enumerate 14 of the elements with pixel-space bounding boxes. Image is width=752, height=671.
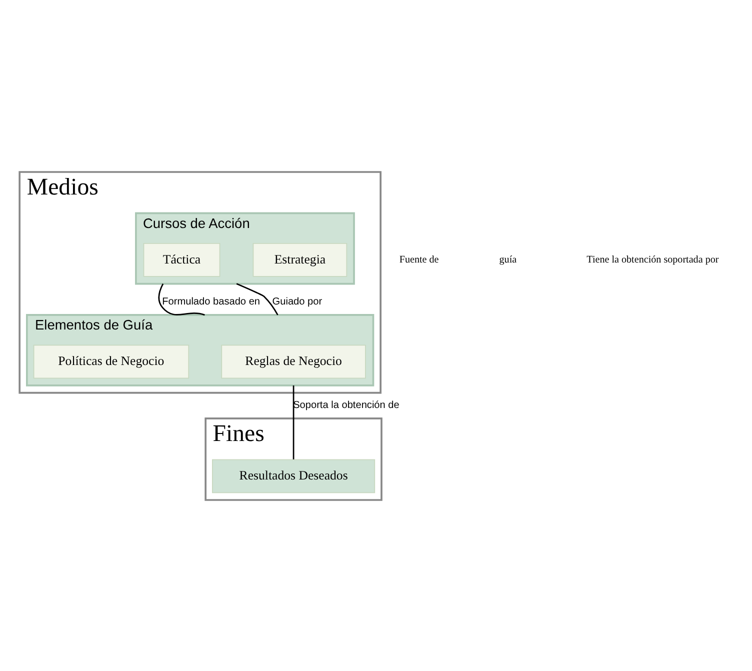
label: Tiene la obtención soportada por: [586, 254, 719, 266]
node-box: Táctica: [143, 242, 220, 276]
label: guía: [499, 254, 517, 266]
connector: [292, 384, 294, 459]
node-box: Reglas de Negocio: [221, 344, 366, 378]
connector: [158, 282, 205, 316]
edge-label: Guiado por: [272, 296, 322, 308]
label: Fuente de: [399, 254, 439, 266]
connector: [236, 282, 278, 315]
edge-label: Formulado basado en: [162, 296, 260, 308]
node-box: Estrategia: [252, 242, 348, 276]
node-box: Políticas de Negocio: [33, 344, 190, 378]
node-box: Resultados Deseados: [212, 458, 376, 493]
edge-label: Soporta la obtención de: [293, 400, 400, 411]
